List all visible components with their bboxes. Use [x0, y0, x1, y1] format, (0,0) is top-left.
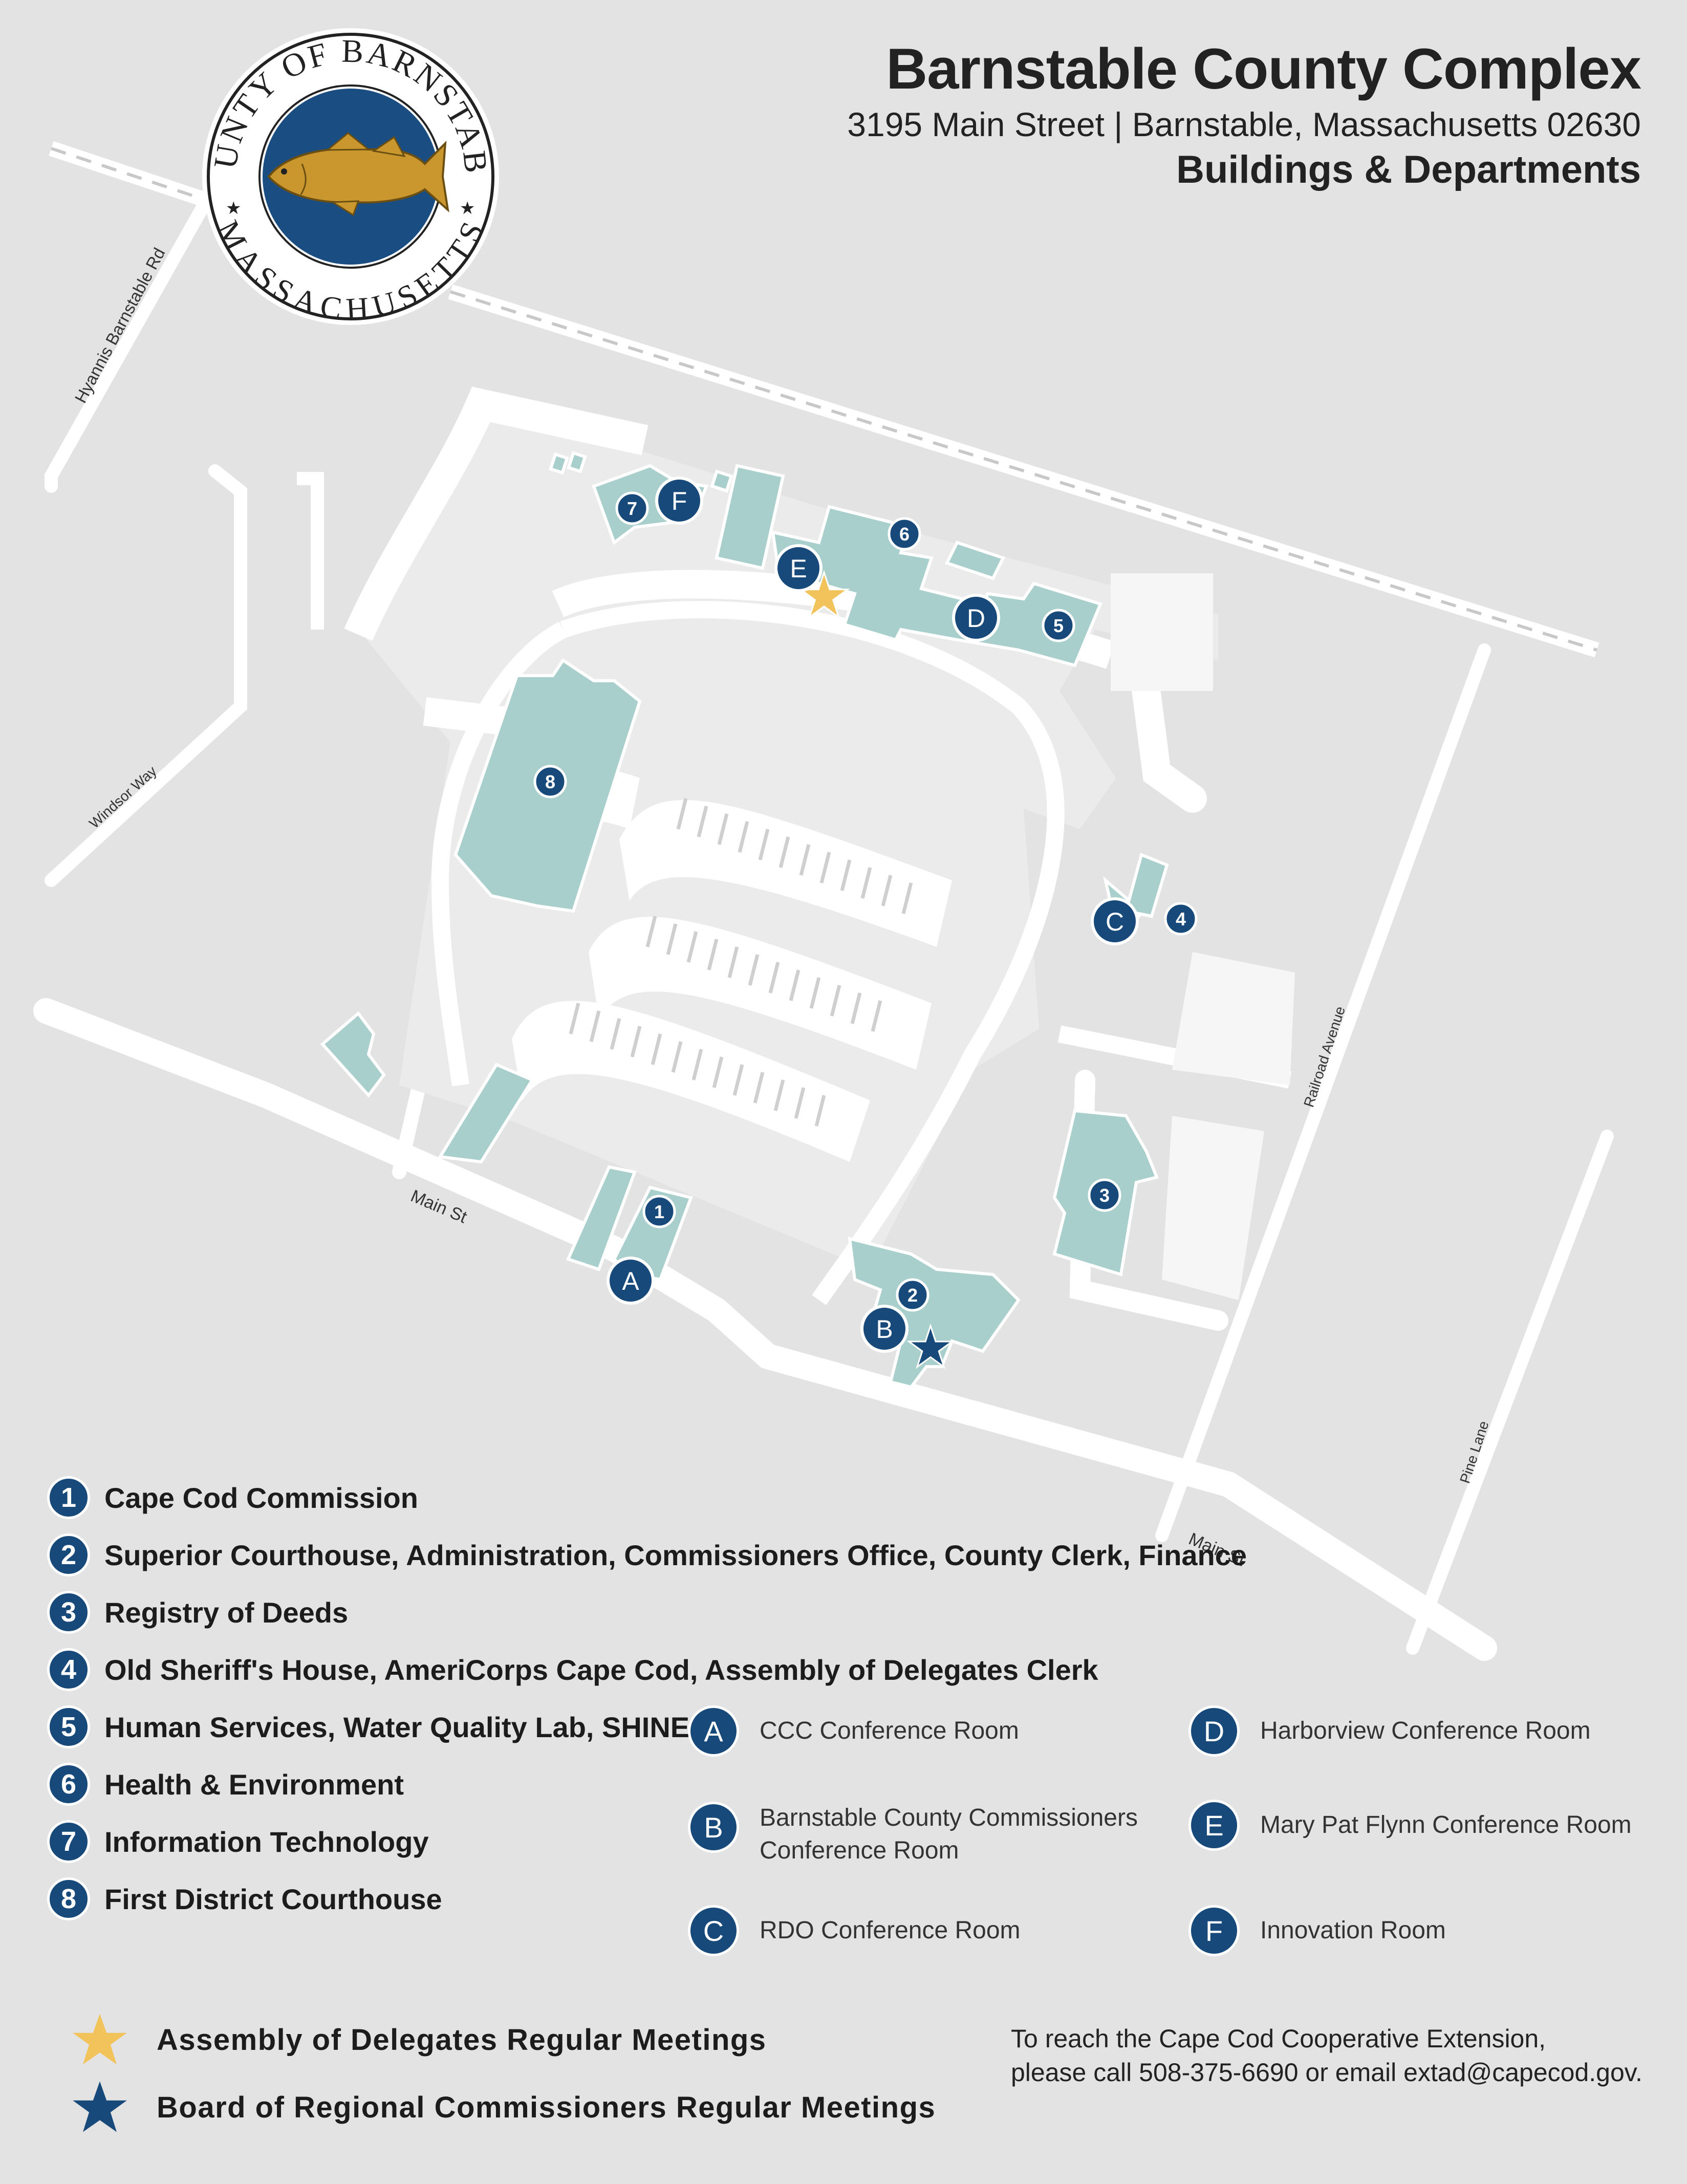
- svg-text:2: 2: [907, 1285, 918, 1306]
- legend-building-4: 4 Old Sheriff's House, AmeriCorps Cape C…: [47, 1648, 1098, 1691]
- marker-2: 2: [896, 1278, 929, 1312]
- legend-room-e: E Mary Pat Flynn Conference Room: [1188, 1800, 1632, 1851]
- svg-text:5: 5: [1053, 615, 1064, 636]
- svg-text:A: A: [622, 1267, 639, 1295]
- legend-assembly-meetings: Assembly of Delegates Regular Meetings: [72, 2012, 767, 2068]
- building-label: Old Sheriff's House, AmeriCorps Cape Cod…: [104, 1653, 1098, 1686]
- room-label: CCC Conference Room: [760, 1717, 1019, 1744]
- board-meetings-label: Board of Regional Commissioners Regular …: [157, 2090, 936, 2124]
- svg-text:E: E: [790, 554, 807, 583]
- marker-5: 5: [1042, 609, 1075, 642]
- svg-text:D: D: [967, 604, 985, 633]
- badge-5: 5: [47, 1705, 90, 1748]
- legend-room-c: C RDO Conference Room: [688, 1905, 1021, 1956]
- building-label: Human Services, Water Quality Lab, SHINE: [104, 1711, 690, 1743]
- map-letter-markers: A B C D E F: [607, 477, 1139, 1353]
- building-label: Cape Cod Commission: [104, 1481, 418, 1514]
- svg-text:3: 3: [1099, 1185, 1110, 1206]
- contact-line-1: To reach the Cape Cod Cooperative Extens…: [1011, 2024, 1546, 2053]
- blue-star-icon: [73, 2081, 127, 2132]
- svg-text:B: B: [876, 1315, 893, 1344]
- marker-7: 7: [615, 491, 649, 525]
- badge-8: 8: [47, 1877, 90, 1920]
- building-label: Registry of Deeds: [104, 1596, 349, 1629]
- marker-1: 1: [642, 1195, 676, 1228]
- room-label: Innovation Room: [1260, 1917, 1446, 1944]
- annex-southwest: [438, 1063, 535, 1164]
- badge-7: 7: [47, 1820, 90, 1863]
- svg-text:C: C: [1106, 907, 1124, 936]
- badge-3: 3: [47, 1591, 90, 1634]
- address-line: 3195 Main Street | Barnstable, Massachus…: [847, 105, 1641, 143]
- room-label: Mary Pat Flynn Conference Room: [1260, 1811, 1632, 1839]
- badge-2: 2: [47, 1533, 90, 1576]
- legend-room-d: D Harborview Conference Room: [1188, 1705, 1591, 1757]
- svg-text:7: 7: [627, 498, 637, 519]
- legend-building-8: 8 First District Courthouse: [47, 1877, 442, 1920]
- marker-8: 8: [533, 765, 567, 798]
- contact-line-2: please call 508-375-6690 or email extad@…: [1011, 2058, 1642, 2087]
- legend-building-7: 7 Information Technology: [47, 1820, 429, 1863]
- marker-4: 4: [1164, 902, 1198, 936]
- marker-3: 3: [1088, 1178, 1121, 1212]
- legend-room-a: A CCC Conference Room: [688, 1705, 1019, 1757]
- legend-room-f: F Innovation Room: [1188, 1905, 1446, 1956]
- room-label: Harborview Conference Room: [1260, 1717, 1591, 1744]
- legend-board-meetings: Board of Regional Commissioners Regular …: [72, 2079, 936, 2135]
- badge-e: E: [1188, 1800, 1240, 1851]
- gold-star-icon: [73, 2014, 127, 2065]
- legend-building-2: 2 Superior Courthouse, Administration, C…: [47, 1533, 1247, 1576]
- legend-building-5: 5 Human Services, Water Quality Lab, SHI…: [47, 1705, 689, 1748]
- legend-room-b: B Barnstable County Commissioners Confer…: [688, 1802, 1179, 1867]
- room-label: RDO Conference Room: [760, 1917, 1021, 1944]
- svg-text:1: 1: [654, 1201, 664, 1222]
- marker-c: C: [1091, 897, 1139, 945]
- street-hyannis-label: Hyannis Barnstable Rd: [71, 245, 169, 406]
- badge-4: 4: [47, 1648, 90, 1691]
- svg-text:4: 4: [1176, 909, 1186, 929]
- marker-e: E: [774, 544, 823, 592]
- svg-text:6: 6: [899, 524, 910, 545]
- badge-1: 1: [47, 1476, 90, 1519]
- contact-note: To reach the Cape Cod Cooperative Extens…: [1011, 2022, 1642, 2089]
- board-star-marker: ★: [905, 1314, 956, 1380]
- cod-fish-icon: [267, 132, 449, 217]
- badge-b: B: [688, 1802, 739, 1853]
- building-label: First District Courthouse: [104, 1883, 442, 1915]
- room-label: Barnstable County Commissioners Conferen…: [760, 1804, 1138, 1864]
- page-subtitle: Buildings & Departments: [1176, 148, 1641, 191]
- legend-building-1: 1 Cape Cod Commission: [47, 1476, 418, 1519]
- badge-c: C: [688, 1905, 739, 1956]
- map-number-markers: 1 2 3 4 5 6 7 8: [533, 491, 1198, 1312]
- badge-a: A: [688, 1705, 739, 1757]
- building-1-a: [566, 1165, 637, 1271]
- legend-building-3: 3 Registry of Deeds: [47, 1591, 348, 1634]
- badge-6: 6: [47, 1763, 90, 1806]
- marker-d: D: [952, 594, 1000, 642]
- building-label: Superior Courthouse, Administration, Com…: [104, 1539, 1247, 1571]
- svg-text:F: F: [672, 487, 687, 515]
- building-label: Information Technology: [104, 1825, 429, 1858]
- page-title: Barnstable County Complex: [886, 37, 1641, 101]
- svg-text:★: ★: [226, 198, 241, 219]
- svg-text:★: ★: [460, 198, 475, 219]
- badge-f: F: [1188, 1905, 1240, 1956]
- legend-building-6: 6 Health & Environment: [47, 1763, 404, 1806]
- badge-d: D: [1188, 1705, 1240, 1757]
- svg-text:8: 8: [545, 771, 555, 792]
- marker-6: 6: [888, 517, 921, 551]
- marker-f: F: [655, 477, 703, 525]
- building-label: Health & Environment: [104, 1768, 404, 1801]
- marker-b: B: [860, 1305, 909, 1353]
- assembly-meetings-label: Assembly of Delegates Regular Meetings: [157, 2023, 767, 2057]
- marker-a: A: [607, 1257, 655, 1305]
